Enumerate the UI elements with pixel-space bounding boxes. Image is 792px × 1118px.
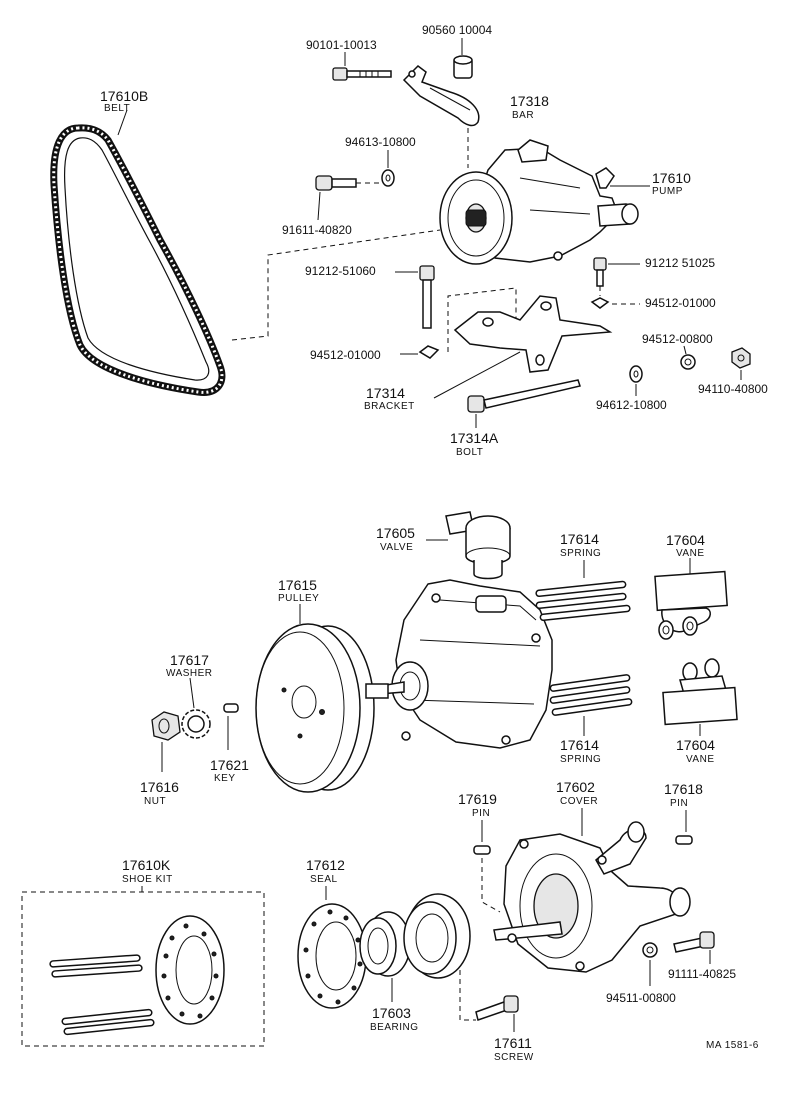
valve: [445, 511, 511, 580]
bolt-c-number: 91212-51060: [305, 264, 376, 278]
pin-b: [675, 835, 693, 845]
washer-k-number: 94511-00800: [606, 991, 676, 1005]
pin-b-number: 17618: [664, 781, 703, 797]
washer-top: [381, 169, 395, 187]
vane-top: [654, 570, 728, 640]
seal-name: SEAL: [310, 874, 338, 885]
washer-lock: [181, 709, 211, 739]
cover: [493, 821, 691, 973]
collar: [453, 55, 473, 79]
pump: [439, 139, 639, 265]
seal: [297, 903, 367, 1009]
shoe-kit-box: [21, 891, 265, 1047]
spring-bottom: [549, 674, 633, 716]
washer-e: [590, 297, 610, 309]
bolt-a: [332, 67, 392, 81]
valve-number: 17605: [376, 525, 415, 541]
pin-a-name: PIN: [472, 808, 490, 819]
washer-i: [629, 365, 643, 383]
nut: [151, 711, 181, 741]
belt: [50, 124, 226, 396]
nut-number: 17616: [140, 779, 179, 795]
vane-bottom-name: VANE: [686, 754, 715, 765]
pump-number: 17610: [652, 170, 691, 186]
bearing: [359, 893, 471, 979]
nut-h-number: 94110-40800: [698, 382, 768, 396]
cover-number: 17602: [556, 779, 595, 795]
collar-number: 90560 10004: [422, 23, 492, 37]
bolt-b: [315, 175, 357, 191]
key-name: KEY: [214, 773, 236, 784]
pin-a: [473, 845, 491, 855]
bracket-bolt-name: BOLT: [456, 447, 483, 458]
washer-lock-number: 17617: [170, 652, 209, 668]
nut-name: NUT: [144, 796, 166, 807]
bolt-b-number: 91611-40820: [282, 223, 352, 237]
bolt-c: [419, 265, 435, 329]
pulley-name: PULLEY: [278, 593, 319, 604]
bar-name: BAR: [512, 110, 534, 121]
washer-g-number: 94512-01000: [310, 348, 381, 362]
seal-number: 17612: [306, 857, 345, 873]
vane-bottom: [662, 658, 738, 726]
bearing-number: 17603: [372, 1005, 411, 1021]
cover-name: COVER: [560, 796, 598, 807]
bar: [402, 65, 480, 127]
bolt-d: [593, 257, 607, 287]
spring-bottom-number: 17614: [560, 737, 599, 753]
vane-top-number: 17604: [666, 532, 705, 548]
washer-i-number: 94612-10800: [596, 398, 667, 412]
shoe-kit-name: SHOE KIT: [122, 874, 173, 885]
screw: [475, 995, 519, 1021]
diagram-code: MA 1581-6: [706, 1040, 759, 1051]
bolt-a-number: 90101-10013: [306, 38, 377, 52]
bearing-name: BEARING: [370, 1022, 419, 1033]
vane-top-name: VANE: [676, 548, 705, 559]
bracket-bolt: [467, 379, 581, 413]
bolt-j: [673, 931, 715, 953]
washer-top-number: 94613-10800: [345, 135, 416, 149]
pin-b-name: PIN: [670, 798, 688, 809]
spring-top-number: 17614: [560, 531, 599, 547]
spring-top-name: SPRING: [560, 548, 601, 559]
spring-top: [535, 580, 631, 622]
shoe-kit: [49, 915, 225, 1036]
washer-e-number: 94512-01000: [645, 296, 716, 310]
bracket-bolt-number: 17314A: [450, 430, 499, 446]
belt-name: BELT: [104, 103, 130, 114]
pin-a-number: 17619: [458, 791, 497, 807]
bracket-number: 17314: [366, 385, 405, 401]
bolt-j-number: 91111-40825: [668, 967, 736, 981]
pulley: [255, 623, 389, 793]
screw-name: SCREW: [494, 1052, 534, 1063]
screw-number: 17611: [494, 1035, 532, 1051]
valve-name: VALVE: [380, 542, 413, 553]
pump-body: [379, 579, 553, 749]
key: [223, 703, 239, 713]
washer-f: [680, 354, 696, 370]
key-number: 17621: [210, 757, 249, 773]
washer-g: [418, 345, 440, 359]
shoe-kit-number: 17610K: [122, 857, 171, 873]
washer-lock-name: WASHER: [166, 668, 213, 679]
bolt-d-number: 91212 51025: [645, 256, 715, 270]
spring-bottom-name: SPRING: [560, 754, 601, 765]
bar-number: 17318: [510, 93, 549, 109]
washer-f-number: 94512-00800: [642, 332, 713, 346]
vane-bottom-number: 17604: [676, 737, 715, 753]
pulley-number: 17615: [278, 577, 317, 593]
belt-number: 17610B: [100, 88, 148, 104]
pump-name: PUMP: [652, 186, 683, 197]
bracket-name: BRACKET: [364, 401, 415, 412]
washer-k: [642, 942, 658, 958]
bracket: [453, 295, 613, 373]
nut-h: [731, 347, 751, 369]
